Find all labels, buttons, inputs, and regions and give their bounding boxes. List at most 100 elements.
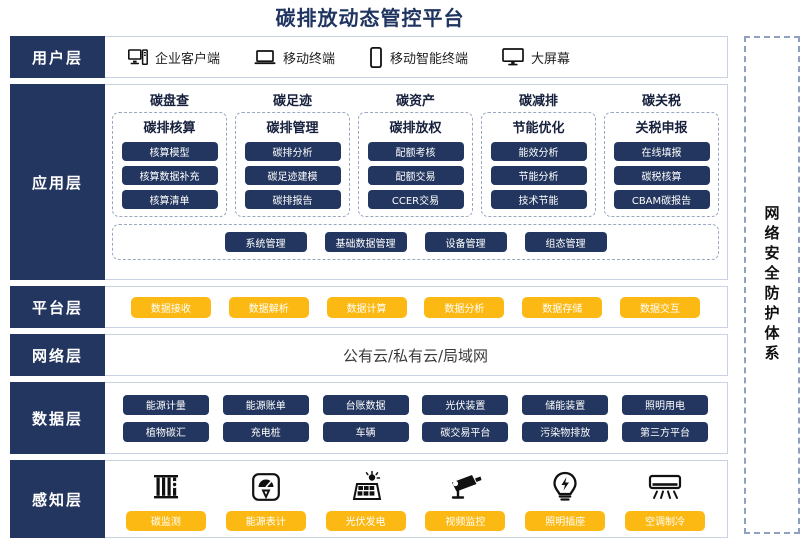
layer-label-data: 数据层 — [10, 382, 105, 454]
application-box: 节能优化 能效分析 节能分析 技术节能 — [481, 112, 596, 217]
sensing-item-lighting-socket[interactable]: 照明插座 — [525, 468, 606, 531]
layer-label-platform: 平台层 — [10, 286, 105, 328]
sensing-item-label: 光伏发电 — [325, 510, 406, 531]
sensing-item-label: 能源表计 — [225, 510, 306, 531]
layer-label-network: 网络层 — [10, 334, 105, 376]
application-column-title: 碳资产 — [395, 94, 435, 109]
data-item-pv-device[interactable]: 光伏装置 — [422, 394, 509, 415]
platform-item-data-compute[interactable]: 数据计算 — [326, 296, 407, 318]
data-item-plant-carbon-sink[interactable]: 植物碳汇 — [122, 421, 209, 442]
laptop-icon — [254, 49, 276, 66]
sensing-item-label: 照明插座 — [525, 510, 606, 531]
sensing-item-video-surveillance[interactable]: 视频监控 — [425, 468, 506, 531]
sensing-item-air-conditioning[interactable]: 空调制冷 — [625, 468, 706, 531]
application-item[interactable]: CBAM碳报告 — [613, 190, 710, 209]
layer-application: 应用层 碳盘查 碳排核算 核算模型 核算数据补充 核算清单 碳足迹 — [10, 84, 728, 280]
application-box-title: 碳排核算 — [143, 121, 196, 136]
application-item[interactable]: 能效分析 — [490, 142, 587, 161]
application-item[interactable]: 配额交易 — [367, 166, 464, 185]
sensing-item-list: 碳监测 能源表计 光伏发电 — [116, 468, 715, 531]
carbon-monitor-icon — [151, 468, 181, 506]
user-item-mobile-terminal[interactable]: 移动终端 — [254, 48, 335, 67]
data-item-storage-device[interactable]: 储能装置 — [522, 394, 609, 415]
user-item-smart-mobile-terminal[interactable]: 移动智能终端 — [369, 46, 469, 68]
air-conditioner-icon — [648, 468, 682, 506]
lightbulb-socket-icon — [552, 468, 578, 506]
application-box-title: 碳排管理 — [266, 121, 319, 136]
layer-label-user: 用户层 — [10, 36, 105, 78]
management-item-basic-data[interactable]: 基础数据管理 — [324, 232, 407, 252]
platform-item-data-parse[interactable]: 数据解析 — [228, 296, 309, 318]
data-item-ledger-data[interactable]: 台账数据 — [322, 394, 409, 415]
layer-stack: 用户层 企业客户端 移动终端 — [10, 36, 728, 538]
layer-sensing: 感知层 碳监测 能源表计 — [10, 460, 728, 538]
application-column-title: 碳减排 — [518, 94, 558, 109]
application-column-title: 碳关税 — [641, 94, 681, 109]
user-item-label: 移动终端 — [283, 51, 336, 67]
management-item-device[interactable]: 设备管理 — [424, 232, 507, 252]
sensing-item-label: 空调制冷 — [625, 510, 706, 531]
sensing-item-carbon-monitor[interactable]: 碳监测 — [125, 468, 206, 531]
application-column-carbon-asset: 碳资产 碳排放权 配额考核 配额交易 CCER交易 — [358, 90, 473, 217]
data-item-energy-metering[interactable]: 能源计量 — [122, 394, 209, 415]
application-item[interactable]: 配额考核 — [367, 142, 464, 161]
layer-body-sensing: 碳监测 能源表计 光伏发电 — [104, 461, 727, 537]
platform-item-data-storage[interactable]: 数据存储 — [522, 296, 603, 318]
application-item[interactable]: 核算模型 — [121, 142, 218, 161]
smartphone-icon — [369, 46, 383, 68]
user-item-label: 大屏幕 — [531, 51, 571, 67]
application-item[interactable]: CCER交易 — [367, 190, 464, 209]
user-item-label: 移动智能终端 — [390, 51, 469, 67]
platform-item-data-receive[interactable]: 数据接收 — [130, 296, 211, 318]
platform-item-data-analysis[interactable]: 数据分析 — [424, 296, 505, 318]
application-column-title: 碳足迹 — [272, 94, 312, 109]
application-column-group: 碳盘查 碳排核算 核算模型 核算数据补充 核算清单 碳足迹 碳排管理 碳排分析 — [112, 90, 719, 217]
sensing-item-energy-meter[interactable]: 能源表计 — [225, 468, 306, 531]
layer-body-application: 碳盘查 碳排核算 核算模型 核算数据补充 核算清单 碳足迹 碳排管理 碳排分析 — [104, 85, 727, 279]
platform-item-data-exchange[interactable]: 数据交互 — [620, 296, 701, 318]
data-row: 能源计量 能源账单 台账数据 光伏装置 储能装置 照明用电 — [116, 394, 715, 415]
application-column-title: 碳盘查 — [149, 94, 189, 109]
data-item-third-party-platform[interactable]: 第三方平台 — [622, 421, 709, 442]
user-item-large-screen[interactable]: 大屏幕 — [502, 48, 570, 67]
application-item[interactable]: 节能分析 — [490, 166, 587, 185]
application-item[interactable]: 碳排分析 — [244, 142, 341, 161]
application-item[interactable]: 核算清单 — [121, 190, 218, 209]
application-box: 关税申报 在线填报 碳税核算 CBAM碳报告 — [604, 112, 719, 217]
application-item[interactable]: 碳排报告 — [244, 190, 341, 209]
solar-panel-icon — [350, 468, 382, 506]
application-item[interactable]: 碳足迹建模 — [244, 166, 341, 185]
layer-platform: 平台层 数据接收 数据解析 数据计算 数据分析 数据存储 数据交互 — [10, 286, 728, 328]
layer-network: 网络层 公有云/私有云/局域网 — [10, 334, 728, 376]
application-column-carbon-inventory: 碳盘查 碳排核算 核算模型 核算数据补充 核算清单 — [112, 90, 227, 217]
application-column-carbon-reduction: 碳减排 节能优化 能效分析 节能分析 技术节能 — [481, 90, 596, 217]
application-item[interactable]: 技术节能 — [490, 190, 587, 209]
application-item[interactable]: 在线填报 — [613, 142, 710, 161]
cctv-camera-icon — [448, 468, 482, 506]
application-box: 碳排核算 核算模型 核算数据补充 核算清单 — [112, 112, 227, 217]
data-item-pollutant-emission[interactable]: 污染物排放 — [522, 421, 609, 442]
large-screen-icon — [502, 48, 524, 66]
sensing-item-solar-power[interactable]: 光伏发电 — [325, 468, 406, 531]
application-item[interactable]: 碳税核算 — [613, 166, 710, 185]
sensing-item-label: 视频监控 — [425, 510, 506, 531]
management-item-configuration[interactable]: 组态管理 — [524, 232, 607, 252]
data-item-lighting-power[interactable]: 照明用电 — [622, 394, 709, 415]
application-item[interactable]: 核算数据补充 — [121, 166, 218, 185]
application-box: 碳排放权 配额考核 配额交易 CCER交易 — [358, 112, 473, 217]
user-item-enterprise-client[interactable]: 企业客户端 — [128, 48, 220, 67]
data-item-vehicle[interactable]: 车辆 — [322, 421, 409, 442]
user-item-label: 企业客户端 — [155, 51, 221, 67]
management-item-system[interactable]: 系统管理 — [224, 232, 307, 252]
layer-body-user: 企业客户端 移动终端 移动智能终端 — [104, 37, 727, 77]
energy-meter-icon — [251, 468, 281, 506]
sensing-item-label: 碳监测 — [125, 510, 206, 531]
data-item-charging-pile[interactable]: 充电桩 — [222, 421, 309, 442]
application-column-carbon-tariff: 碳关税 关税申报 在线填报 碳税核算 CBAM碳报告 — [604, 90, 719, 217]
layer-label-application: 应用层 — [10, 84, 105, 280]
network-text: 公有云/私有云/局域网 — [342, 346, 489, 365]
data-item-carbon-trading-platform[interactable]: 碳交易平台 — [422, 421, 509, 442]
application-box-title: 关税申报 — [635, 121, 688, 136]
data-item-energy-bill[interactable]: 能源账单 — [222, 394, 309, 415]
data-row: 植物碳汇 充电桩 车辆 碳交易平台 污染物排放 第三方平台 — [116, 421, 715, 442]
